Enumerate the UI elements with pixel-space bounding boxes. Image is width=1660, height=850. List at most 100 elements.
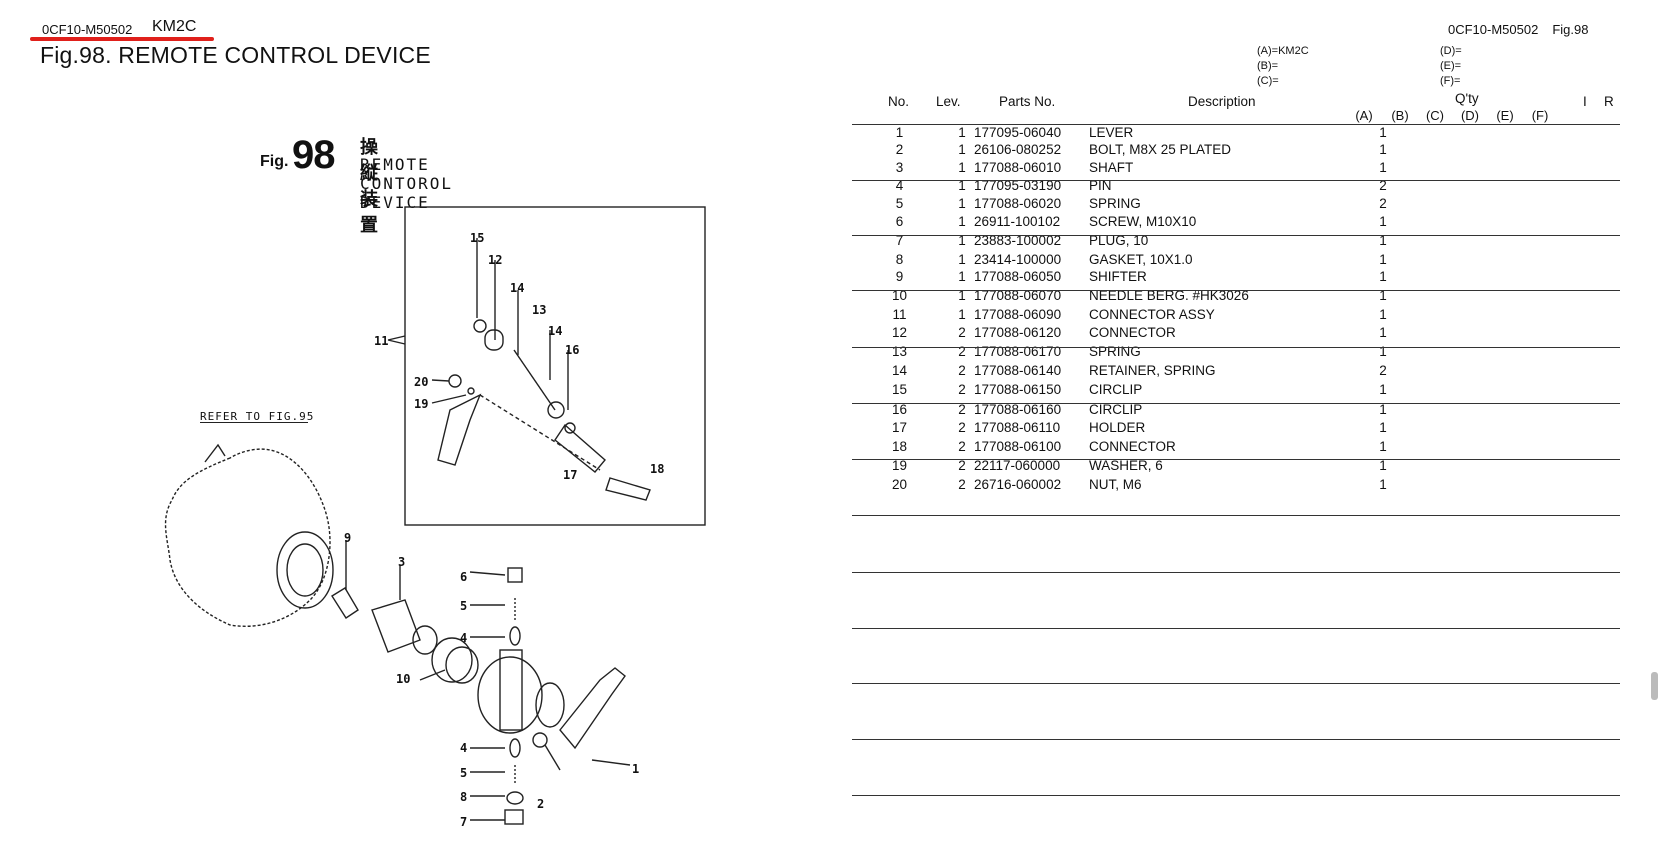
- row-description: CONNECTOR ASSY: [1089, 307, 1215, 322]
- row-part-no: 177088-06140: [974, 363, 1062, 378]
- scrollbar-thumb[interactable]: [1651, 672, 1658, 700]
- row-lev: 1: [958, 307, 966, 322]
- callout-label: 6: [460, 570, 468, 584]
- row-lev: 1: [958, 160, 966, 175]
- row-part-no: 177095-06040: [974, 125, 1062, 140]
- row-qty-a: 1: [1379, 344, 1387, 359]
- row-description: PLUG, 10: [1089, 233, 1149, 248]
- row-qty-a: 1: [1379, 439, 1387, 454]
- row-lev: 1: [958, 252, 966, 267]
- row-qty-a: 1: [1379, 420, 1387, 435]
- row-part-no: 177088-06150: [974, 382, 1062, 397]
- row-description: CONNECTOR: [1089, 439, 1176, 454]
- row-lev: 2: [958, 363, 966, 378]
- row-part-no: 26911-100102: [974, 214, 1061, 229]
- qty-col-header: (C): [1425, 108, 1445, 123]
- row-part-no: 23883-100002: [974, 233, 1062, 248]
- callout-label: 4: [460, 741, 468, 755]
- table-rule: [852, 235, 1620, 236]
- row-lev: 2: [958, 477, 966, 492]
- callout-label: 9: [344, 531, 352, 545]
- row-no: 8: [895, 252, 904, 267]
- row-no: 15: [891, 382, 908, 397]
- figure-title-jp: 操縦装置: [360, 137, 378, 236]
- row-part-no: 177095-03190: [974, 178, 1062, 193]
- row-description: SPRING: [1089, 196, 1141, 211]
- row-qty-a: 2: [1379, 363, 1387, 378]
- row-qty-a: 1: [1379, 307, 1387, 322]
- callout-label: 7: [460, 815, 468, 829]
- col-header-lev: Lev.: [936, 94, 961, 109]
- qty-col-header: (F): [1531, 108, 1549, 123]
- row-part-no: 177088-06120: [974, 325, 1062, 340]
- callout-label: 12: [488, 253, 503, 267]
- table-rule: [852, 290, 1620, 291]
- variant-a: (A)=KM2C: [1257, 45, 1309, 57]
- refer-note: REFER TO FIG.95: [200, 410, 315, 423]
- table-rule: [852, 795, 1620, 796]
- row-qty-a: 1: [1379, 288, 1387, 303]
- table-rule: [852, 739, 1620, 740]
- table-rule: [852, 347, 1620, 348]
- row-qty-a: 1: [1379, 214, 1387, 229]
- variant-b: (B)=: [1257, 60, 1279, 72]
- row-no: 16: [891, 402, 908, 417]
- callout-label: 2: [537, 797, 545, 811]
- row-no: 2: [895, 142, 904, 157]
- callout-label: 10: [396, 672, 411, 686]
- row-qty-a: 1: [1379, 382, 1387, 397]
- header-right-code: 0CF10-M50502: [1448, 22, 1539, 37]
- row-part-no: 177088-06110: [974, 420, 1061, 435]
- row-description: WASHER, 6: [1089, 458, 1163, 473]
- row-description: CIRCLIP: [1089, 382, 1143, 397]
- row-part-no: 177088-06070: [974, 288, 1062, 303]
- callout-label: 19: [414, 397, 429, 411]
- callout-label: 14: [548, 324, 563, 338]
- exploded-diagram: [164, 206, 706, 825]
- row-description: SHAFT: [1089, 160, 1134, 175]
- row-no: 18: [891, 439, 908, 454]
- qty-col-header: (A): [1355, 108, 1373, 123]
- row-qty-a: 1: [1379, 458, 1387, 473]
- row-part-no: 23414-100000: [974, 252, 1062, 267]
- row-description: HOLDER: [1089, 420, 1146, 435]
- row-no: 17: [891, 420, 908, 435]
- document-code: 0CF10-M50502: [42, 22, 133, 37]
- row-part-no: 177088-06050: [974, 269, 1062, 284]
- callout-label: 18: [650, 462, 665, 476]
- row-qty-a: 1: [1379, 160, 1387, 175]
- row-qty-a: 1: [1379, 402, 1387, 417]
- callout-label: 3: [398, 555, 406, 569]
- row-lev: 2: [958, 382, 966, 397]
- row-description: RETAINER, SPRING: [1089, 363, 1216, 378]
- col-header-parts-no: Parts No.: [999, 94, 1056, 109]
- table-row: 15 2 177088-06150 CIRCLIP 1: [852, 382, 1620, 400]
- figure-number: 98: [292, 133, 335, 177]
- figure-word: Fig.: [260, 153, 289, 170]
- variant-f: (F)=: [1440, 75, 1461, 87]
- row-no: 11: [892, 307, 907, 322]
- row-qty-a: 1: [1379, 125, 1387, 140]
- row-no: 12: [891, 325, 908, 340]
- row-qty-a: 2: [1379, 178, 1387, 193]
- refer-underline: [200, 422, 308, 423]
- row-no: 19: [891, 458, 908, 473]
- row-description: SHIFTER: [1089, 269, 1147, 284]
- callout-label: 17: [563, 468, 578, 482]
- row-part-no: 26106-080252: [974, 142, 1062, 157]
- row-lev: 1: [958, 233, 966, 248]
- row-lev: 2: [958, 458, 966, 473]
